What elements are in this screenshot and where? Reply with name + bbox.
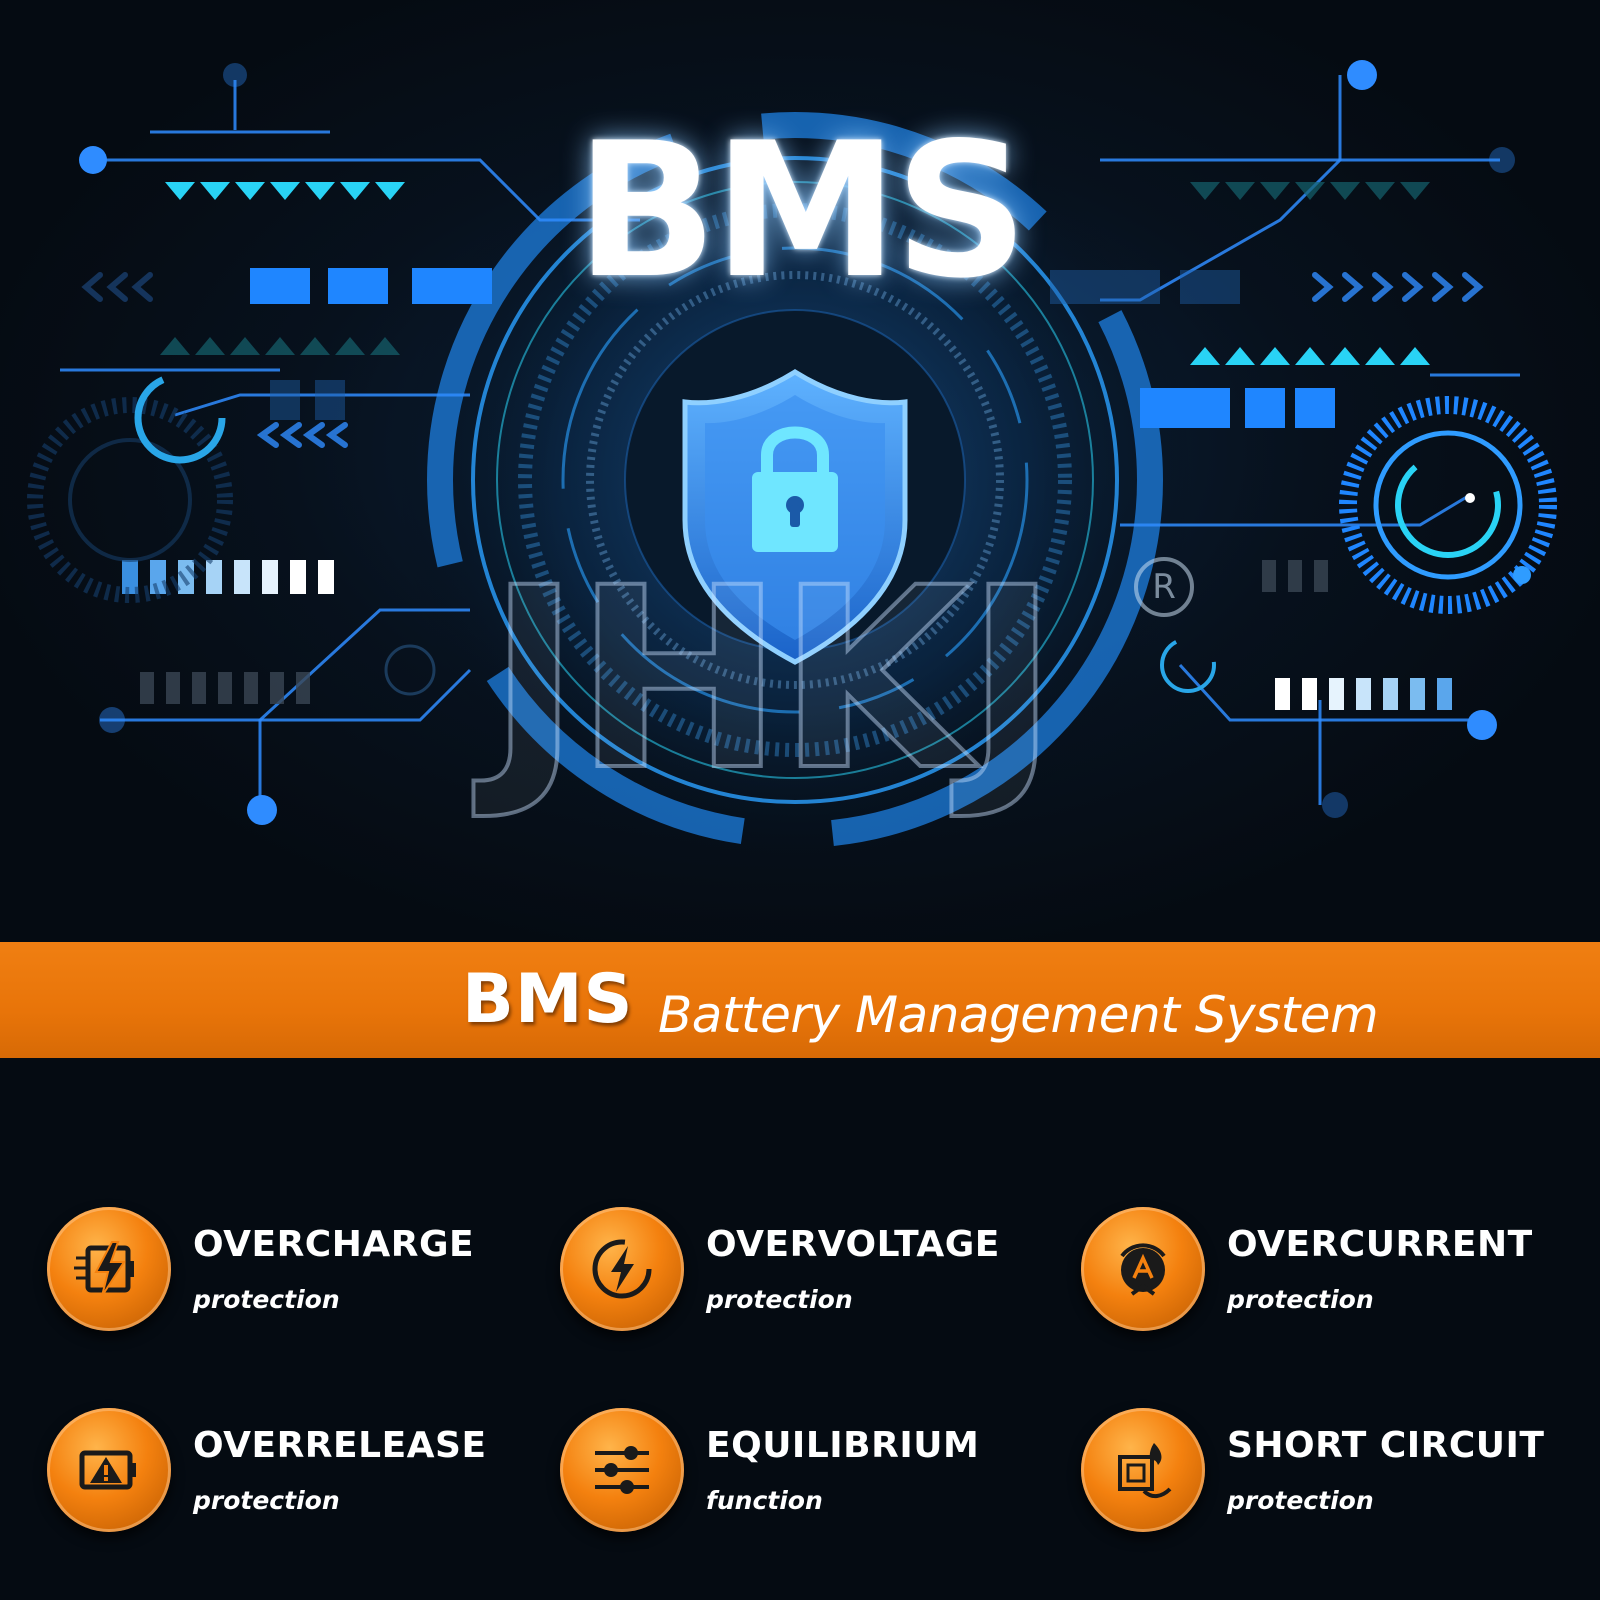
hero-banner: BMS JHKJ R [0, 0, 1600, 940]
feature-badge [1081, 1207, 1205, 1331]
feature-subtitle: protection [193, 1285, 340, 1314]
feature-subtitle: protection [193, 1486, 340, 1515]
registered-mark: R [1134, 557, 1194, 617]
feature-title: OVERCURRENT [1227, 1224, 1533, 1265]
band-subtitle: Battery Management System [658, 986, 1379, 1044]
padlock-icon [752, 426, 838, 552]
ammeter-icon [1120, 1243, 1166, 1296]
feature-equilibrium: EQUILIBRIUM function [560, 1408, 1060, 1548]
feature-title: OVERCHARGE [193, 1224, 475, 1265]
feature-short-circuit: SHORT CIRCUIT protection [1081, 1408, 1581, 1548]
feature-overcharge: OVERCHARGE protection [47, 1207, 547, 1347]
feature-title: OVERRELEASE [193, 1425, 487, 1466]
circuit-background [27, 60, 1557, 880]
feature-subtitle: protection [1227, 1285, 1374, 1314]
feature-overrelease: OVERRELEASE protection [47, 1408, 547, 1548]
lightning-icon [592, 1239, 652, 1299]
feature-title: OVERVOLTAGE [706, 1224, 1000, 1265]
band-title: BMS [462, 960, 634, 1039]
feature-subtitle: protection [706, 1285, 853, 1314]
feature-overcurrent: OVERCURRENT protection [1081, 1207, 1581, 1347]
feature-title: EQUILIBRIUM [706, 1425, 980, 1466]
feature-subtitle: protection [1227, 1486, 1374, 1515]
feature-subtitle: function [706, 1486, 823, 1515]
feature-badge [1081, 1408, 1205, 1532]
title-band [0, 942, 1600, 1058]
plug-fire-icon [1118, 1443, 1172, 1498]
feature-overvoltage: OVERVOLTAGE protection [560, 1207, 1060, 1347]
brand-watermark: JHKJ [486, 534, 1061, 825]
battery-warning-icon [79, 1450, 136, 1490]
feature-badge [47, 1207, 171, 1331]
battery-bolt-icon [74, 1241, 134, 1297]
feature-title: SHORT CIRCUIT [1227, 1425, 1545, 1466]
feature-badge [560, 1408, 684, 1532]
hero-title: BMS [575, 102, 1029, 319]
feature-badge [47, 1408, 171, 1532]
feature-badge [560, 1207, 684, 1331]
sliders-icon [595, 1446, 649, 1494]
